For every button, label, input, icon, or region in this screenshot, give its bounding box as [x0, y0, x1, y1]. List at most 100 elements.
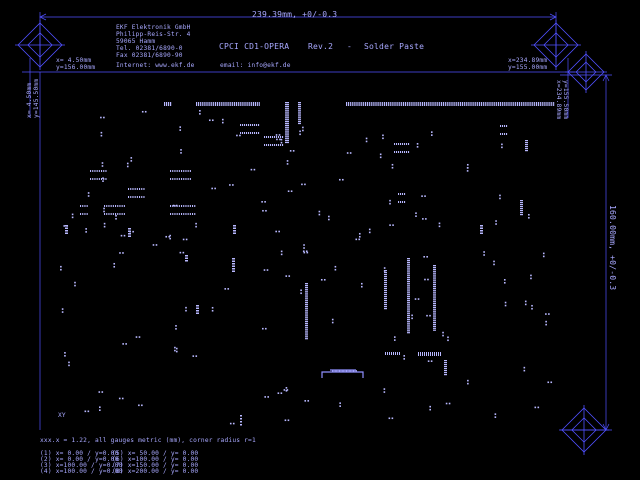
pad: [401, 102, 403, 106]
pad: [418, 352, 419, 356]
pad: [82, 213, 84, 215]
pad: [430, 352, 431, 356]
pad: [402, 151, 404, 153]
pad: [176, 178, 178, 180]
pad: [503, 102, 505, 106]
pad: [280, 141, 283, 144]
pad: [388, 417, 391, 420]
pad: [100, 134, 103, 137]
pad: [407, 277, 410, 279]
pad: [525, 144, 528, 146]
pad: [143, 196, 145, 198]
pad: [270, 136, 272, 138]
pad: [298, 107, 301, 109]
pad: [285, 138, 289, 140]
pad: [384, 300, 387, 302]
pad: [94, 178, 96, 180]
pad: [187, 213, 189, 215]
pad: [323, 278, 326, 281]
pad: [433, 272, 436, 274]
pad: [170, 178, 172, 180]
pad: [433, 312, 436, 314]
pad: [181, 170, 183, 172]
pad: [232, 270, 235, 272]
pad: [353, 102, 355, 106]
pad: [391, 352, 392, 355]
pad: [305, 307, 308, 309]
pad: [258, 124, 260, 126]
pad: [407, 320, 410, 322]
pad: [504, 301, 507, 304]
pad: [520, 208, 523, 210]
pad: [550, 381, 553, 384]
pad: [305, 250, 308, 253]
pad: [444, 364, 447, 366]
pad: [285, 390, 288, 392]
pad: [86, 213, 88, 215]
pad: [407, 315, 410, 317]
pad: [128, 196, 130, 198]
pad: [496, 102, 498, 106]
pad: [389, 102, 391, 106]
pad: [252, 132, 254, 134]
pad: [407, 330, 410, 332]
pad: [543, 102, 545, 106]
pad: [357, 102, 359, 106]
pad: [429, 405, 431, 408]
pad: [121, 205, 123, 207]
pad: [278, 134, 281, 136]
pad: [221, 121, 224, 124]
pad: [196, 102, 198, 106]
pad: [138, 336, 141, 338]
pad: [170, 170, 172, 172]
pad: [517, 102, 519, 106]
pad: [85, 228, 87, 230]
pad: [506, 133, 508, 135]
pad: [387, 352, 388, 355]
pad: [285, 140, 289, 142]
pad: [407, 303, 410, 305]
pad: [286, 389, 289, 391]
pad: [499, 197, 501, 200]
pad: [331, 321, 334, 324]
pad: [262, 209, 264, 212]
pad: [318, 213, 321, 216]
pad: [372, 102, 374, 106]
pad: [433, 308, 436, 310]
pad: [495, 220, 497, 222]
pad: [502, 133, 504, 135]
pad: [393, 339, 396, 341]
fiducial-right-x: x=234.89mm: [555, 80, 562, 120]
pad: [400, 201, 402, 203]
pad: [520, 212, 523, 214]
pad: [65, 232, 68, 234]
pad: [433, 297, 436, 299]
pad: [264, 136, 266, 138]
pad: [490, 102, 492, 106]
pad: [339, 370, 340, 372]
pad: [143, 188, 145, 190]
pad: [423, 102, 425, 106]
pad: [99, 409, 101, 411]
pad: [384, 276, 387, 278]
pad: [179, 251, 182, 254]
pad: [189, 213, 191, 215]
pad: [303, 244, 305, 246]
pad: [126, 165, 129, 168]
pad: [113, 262, 116, 265]
pad: [211, 119, 214, 122]
pad: [185, 260, 188, 262]
pad: [172, 204, 175, 207]
pad: [358, 238, 361, 241]
pad: [441, 102, 443, 106]
axis-label: XY: [58, 412, 66, 419]
pad: [195, 222, 197, 225]
pad: [96, 178, 98, 180]
coord-line: (3) x=100.00 / y=0.00: [40, 462, 123, 469]
pad: [425, 218, 427, 220]
pad: [334, 268, 337, 271]
pad: [433, 314, 436, 316]
pad: [65, 227, 68, 229]
pad: [502, 125, 504, 127]
pad: [266, 136, 268, 138]
